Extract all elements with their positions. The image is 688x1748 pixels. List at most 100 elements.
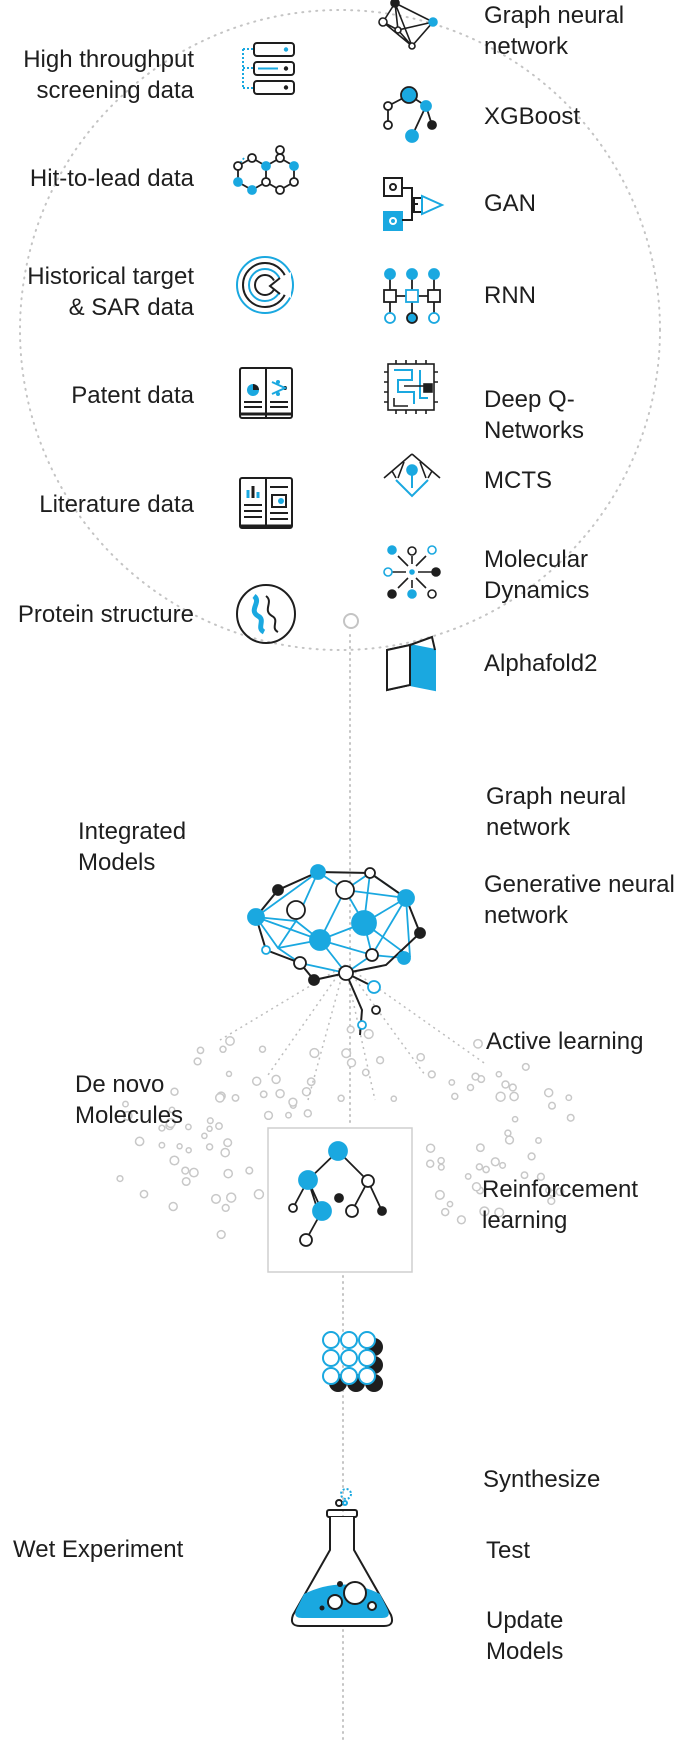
molecule-bubble <box>504 1129 512 1137</box>
molecule-bubble <box>361 1068 370 1077</box>
molecule-cloud-icon <box>116 1025 575 1240</box>
brain-network-icon <box>219 864 488 1101</box>
molecule-bubble <box>201 1132 208 1140</box>
molecule-bubble <box>482 1165 490 1174</box>
target-icon <box>236 256 294 314</box>
molecule-bubble <box>520 1171 529 1180</box>
molecule-bubble <box>375 1056 385 1065</box>
molecule-bubble <box>275 1088 285 1099</box>
molecule-bubble <box>253 1189 265 1200</box>
molecule-bubble <box>196 1046 205 1055</box>
molecule-bubble <box>337 1094 345 1103</box>
molecule-bubble <box>181 1166 190 1175</box>
molecule-bubble <box>555 1187 565 1197</box>
molecule-bubble <box>122 1110 133 1121</box>
molecule-bubble <box>511 1115 519 1123</box>
molecule-bubble <box>206 1117 214 1125</box>
molecule-bubble <box>479 1206 490 1217</box>
method-label: RNN <box>484 282 536 309</box>
molecule-bubble <box>456 1215 467 1225</box>
molecule-bubble <box>169 1155 180 1166</box>
molecule-bubble <box>437 1163 445 1171</box>
flow-node <box>343 613 359 629</box>
molecule-bubble <box>425 1159 435 1168</box>
molecule-bubble <box>181 1176 191 1187</box>
molecule-bubble <box>251 1076 262 1086</box>
molecule-bubble <box>168 1106 176 1114</box>
open-book-icon <box>239 367 293 419</box>
molecule-bubble <box>168 1201 178 1212</box>
molecule-bubble <box>499 1161 507 1169</box>
molecule-bubble <box>216 1229 226 1240</box>
molecule-bubble <box>547 1196 556 1206</box>
data-source-label: Hit-to-lead data <box>29 165 194 192</box>
molecule-bubble <box>464 1172 472 1180</box>
search-tree-icon <box>383 453 441 498</box>
molecule-bubble <box>306 1077 316 1087</box>
molecule-bubble <box>215 1122 223 1131</box>
molecule-bubble <box>475 1143 485 1153</box>
helix-icon <box>236 584 296 644</box>
method-label: Alphafold2 <box>484 650 598 677</box>
molecule-bubble <box>434 1189 445 1200</box>
molecule-bubble <box>210 1193 222 1204</box>
molecule-hexagon-icon <box>233 145 299 195</box>
step-update-models: Update Models <box>486 1607 564 1665</box>
integrated-label-graph: Graph neural network <box>486 783 627 841</box>
molecule-bubble <box>176 1143 183 1150</box>
server-stack-icon <box>242 42 295 95</box>
decision-tree-icon <box>267 1127 413 1273</box>
molecule-bubble <box>495 1091 506 1102</box>
molecule-bubble <box>535 1137 542 1144</box>
molecule-bubble <box>122 1100 129 1108</box>
molecule-bubble <box>288 1097 298 1107</box>
molecule-bubble <box>116 1174 124 1183</box>
molecule-bubble <box>220 1147 231 1158</box>
molecule-bubble <box>221 1203 230 1213</box>
molecule-bubble <box>471 1182 482 1192</box>
molecule-bubble <box>231 1093 240 1102</box>
molecule-bubble <box>451 1092 459 1101</box>
integrated-label-reinforcement: Reinforcement learning <box>482 1176 639 1234</box>
molecule-bubble <box>193 1057 202 1066</box>
data-circle <box>19 9 661 651</box>
molecule-bubble <box>466 1083 475 1092</box>
data-source-label: High throughput screening data <box>23 46 194 104</box>
step-synthesize: Synthesize <box>483 1466 601 1493</box>
integrated-models-title: Integrated Models <box>78 818 187 876</box>
molecule-bubble <box>566 1113 575 1122</box>
molecule-bubble <box>258 1045 267 1053</box>
molecule-bubble <box>346 1025 355 1034</box>
molecule-bubble <box>225 1192 237 1203</box>
molecule-bubble <box>158 1141 166 1149</box>
molecule-bubble <box>521 1062 530 1071</box>
data-source-label: Historical target & SAR data <box>27 263 194 321</box>
molecule-bubble <box>301 1086 312 1097</box>
particles-icon <box>383 545 441 599</box>
molecule-bubble <box>225 1070 233 1078</box>
molecule-bubble <box>475 1163 484 1171</box>
molecule-bubble <box>259 1090 268 1099</box>
molecule-bubble <box>473 1038 483 1049</box>
molecule-bubble <box>440 1207 450 1217</box>
molecule-bubble <box>363 1028 374 1040</box>
molecule-bubble <box>134 1136 145 1147</box>
method-label: Graph neural network <box>484 2 625 60</box>
integrated-label-generative: Generative neural network <box>484 871 675 929</box>
circuit-maze-icon <box>384 360 438 414</box>
wet-experiment-title: Wet Experiment <box>13 1536 184 1563</box>
molecule-bubble <box>223 1138 233 1148</box>
molecule-bubble <box>303 1109 313 1118</box>
tree-graph-icon <box>383 86 437 143</box>
graph-network-icon <box>378 0 438 50</box>
molecule-bubble <box>185 1146 192 1154</box>
rnn-icon <box>383 268 441 324</box>
molecule-bubble <box>205 1143 214 1151</box>
molecule-bubble <box>547 1101 557 1110</box>
molecule-bubble <box>416 1052 426 1062</box>
method-label: GAN <box>484 190 537 217</box>
molecule-bubble <box>188 1167 199 1178</box>
molecule-bubble <box>341 1048 352 1059</box>
gan-icon <box>383 177 445 231</box>
